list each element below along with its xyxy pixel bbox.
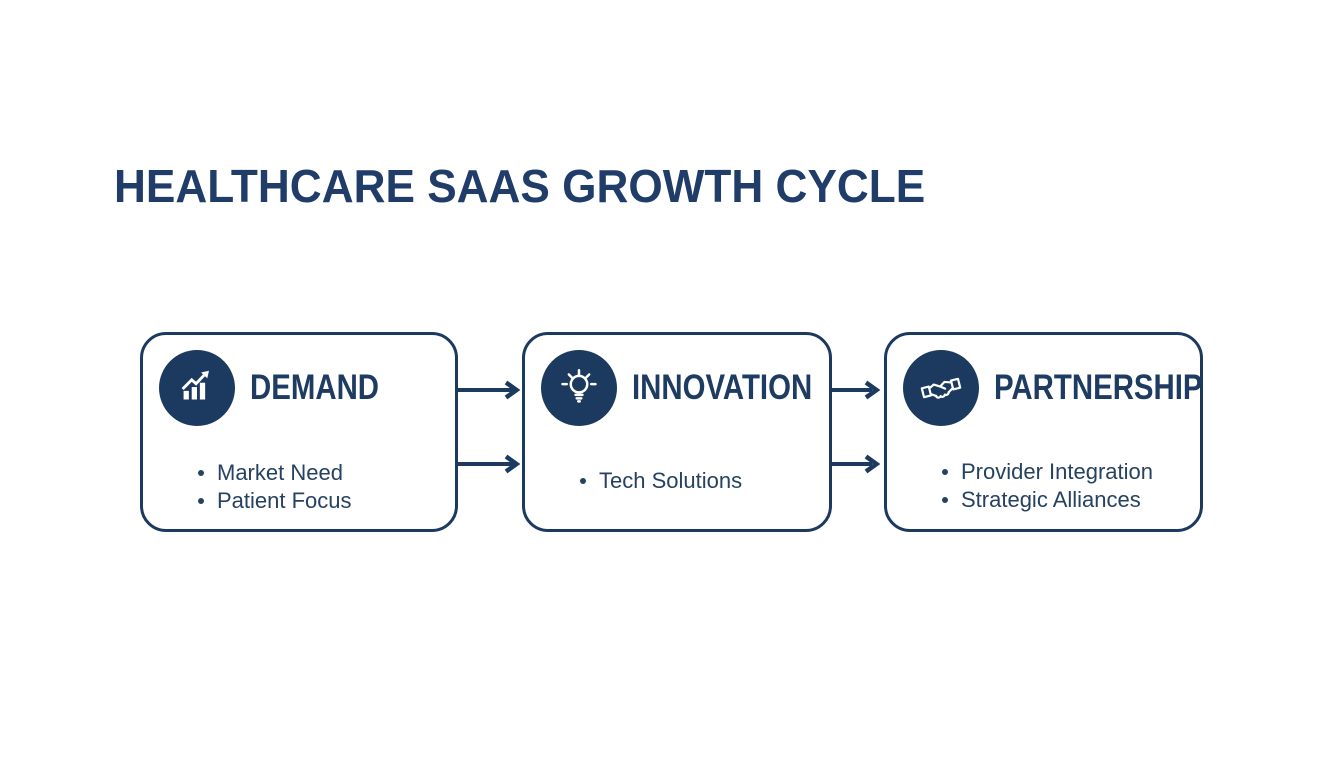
bullet-item: Provider Integration: [942, 458, 1192, 486]
stage-box-demand: DEMAND Market Need Patient Focus: [140, 332, 458, 532]
arrow-innovation-partnership-bottom: [831, 454, 881, 474]
handshake-icon: [920, 377, 962, 399]
bullet-item: Tech Solutions: [580, 467, 821, 495]
arrow-demand-innovation-top: [457, 380, 521, 400]
arrow-demand-innovation-bottom: [457, 454, 521, 474]
growth-chart-icon: [181, 370, 209, 400]
stage-header: PARTNERSHIP: [903, 350, 1242, 426]
stage-header: DEMAND: [159, 350, 404, 426]
stage-box-innovation: INNOVATION Tech Solutions: [522, 332, 832, 532]
bullet-item: Patient Focus: [198, 487, 447, 515]
stage-bullet-list: Market Need Patient Focus: [198, 459, 447, 515]
stage-box-partnership: PARTNERSHIP Provider Integration Strateg…: [884, 332, 1203, 532]
bullet-item: Strategic Alliances: [942, 486, 1192, 514]
stage-label-partnership: PARTNERSHIP: [994, 368, 1203, 407]
icon-badge: [159, 350, 235, 426]
page-title: HEALTHCARE SAAS GROWTH CYCLE: [114, 160, 926, 212]
icon-badge: [903, 350, 979, 426]
stage-label-demand: DEMAND: [250, 368, 380, 407]
icon-badge: [541, 350, 617, 426]
stage-label-innovation: INNOVATION: [632, 368, 813, 407]
lightbulb-icon: [561, 369, 597, 403]
stage-bullet-list: Provider Integration Strategic Alliances: [942, 458, 1192, 514]
bullet-item: Market Need: [198, 459, 447, 487]
stage-header: INNOVATION: [541, 350, 847, 426]
stage-bullet-list: Tech Solutions: [580, 467, 821, 495]
